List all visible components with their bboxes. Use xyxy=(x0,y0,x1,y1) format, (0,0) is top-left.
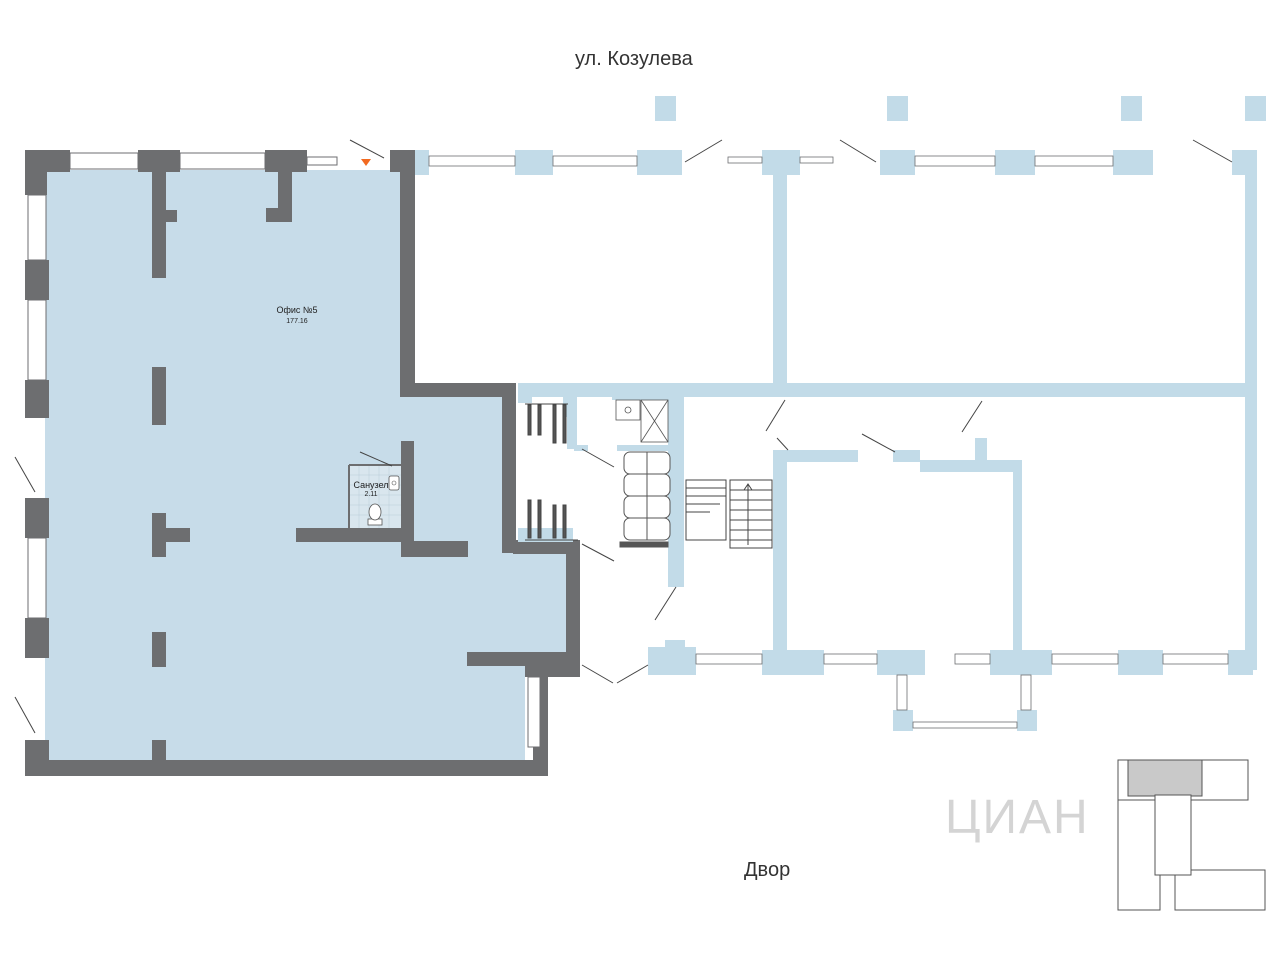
wc-area-label: 2.11 xyxy=(364,491,378,498)
stairs-icon xyxy=(685,479,773,549)
door-swings xyxy=(14,139,1233,734)
sink-icon xyxy=(388,475,400,491)
key-plan xyxy=(1117,759,1266,911)
toilet-icon xyxy=(367,503,383,526)
watermark: ЦИАН xyxy=(945,791,1090,844)
wc-name-label: Санузел xyxy=(353,480,389,490)
wc-door-swing xyxy=(359,451,393,467)
wc-room[interactable] xyxy=(348,451,401,528)
office-windows xyxy=(27,152,541,748)
sink-icon xyxy=(615,399,669,443)
yard-label: Двор xyxy=(744,859,791,881)
entrance-arrow-icon xyxy=(361,159,371,166)
bicycle-rack-icon xyxy=(525,403,578,541)
office-5-area[interactable] xyxy=(45,170,570,760)
office-walls xyxy=(25,150,580,776)
other-windows xyxy=(428,155,1229,729)
office-name-label: Офис №5 xyxy=(276,305,318,315)
street-name-top: ул. Козулева xyxy=(575,48,693,70)
other-premises-walls xyxy=(415,96,1266,731)
chair-icon xyxy=(619,451,671,548)
office-area-label: 177.16 xyxy=(286,318,308,325)
